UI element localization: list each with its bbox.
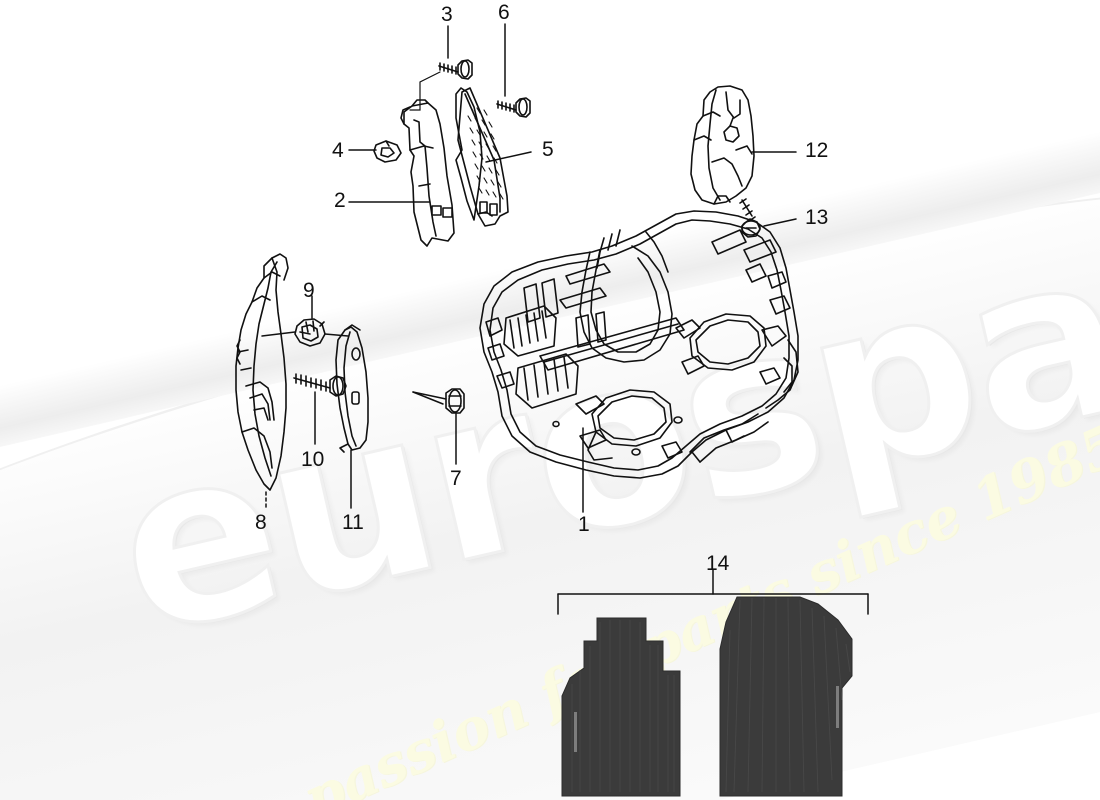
part-hex-flange-screw-upper <box>438 59 473 80</box>
callout-label-7: 7 <box>450 467 462 490</box>
callout-label-9: 9 <box>303 279 315 302</box>
callout-label-11: 11 <box>342 511 364 534</box>
callout-label-13: 13 <box>805 206 829 229</box>
callout-label-3: 3 <box>441 3 453 26</box>
callout-label-10: 10 <box>301 448 325 471</box>
callout-label-6: 6 <box>498 1 510 24</box>
callout-label-12: 12 <box>805 139 829 162</box>
callout-label-1: 1 <box>578 513 590 536</box>
callout-label-4: 4 <box>332 139 344 162</box>
callout-label-14: 14 <box>706 552 730 575</box>
callout-label-2: 2 <box>334 189 346 212</box>
callout-label-8: 8 <box>255 511 267 534</box>
callout-label-5: 5 <box>542 138 554 161</box>
